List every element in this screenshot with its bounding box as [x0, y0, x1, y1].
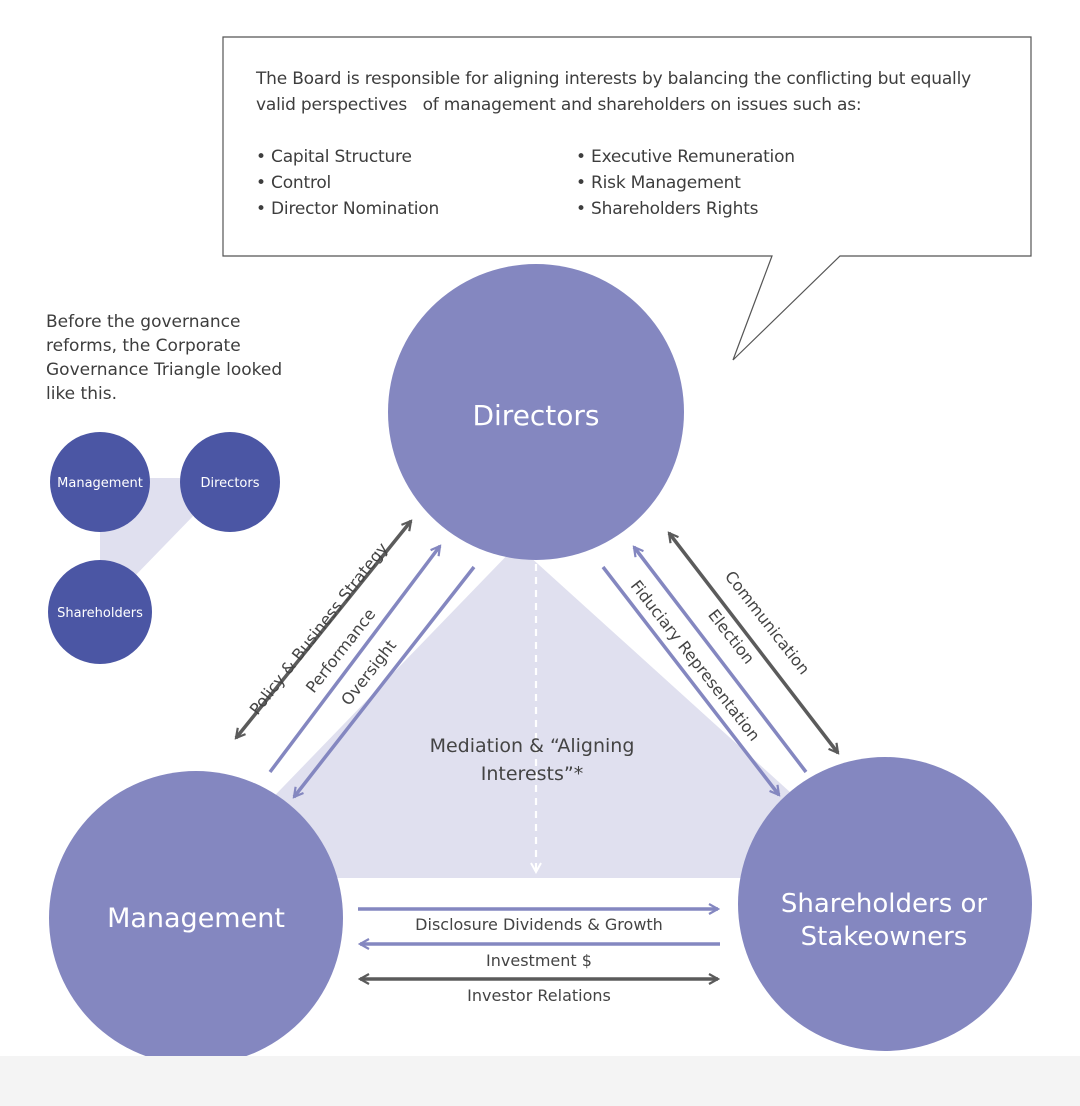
- communication-arrow: [667, 533, 840, 753]
- old-shareholders-label: Shareholders: [57, 606, 143, 621]
- shareholders-circle: [738, 757, 1032, 1051]
- shareholders-label-line1: Shareholders or: [781, 889, 988, 919]
- side-note-line: Before the governance: [46, 312, 241, 332]
- investment-label: Investment $: [486, 951, 592, 970]
- old-management-circle: [50, 432, 150, 532]
- callout-text: The Board is responsible for aligning in…: [256, 66, 996, 222]
- shareholders-label-line2: Stakeowners: [801, 922, 968, 952]
- issue-item: • Risk Management: [576, 173, 741, 193]
- footer-band: [0, 1056, 1080, 1106]
- fiduciary-arrow: [601, 565, 781, 795]
- old-shareholders-circle: [48, 560, 152, 664]
- mediation-label-line2: Interests”*: [481, 763, 583, 785]
- callout-intro-line2: valid perspectives of management and sha…: [256, 95, 862, 115]
- directors-circle: [388, 264, 684, 560]
- mediation-label-line1: Mediation & “Aligning: [430, 735, 635, 757]
- main-triangle-shape: [195, 545, 885, 878]
- side-note-line: like this.: [46, 384, 117, 404]
- policy-arrow: [236, 521, 411, 738]
- callout-issue-columns: • Capital Structure • Control • Director…: [256, 144, 996, 222]
- issue-item: • Capital Structure: [256, 147, 412, 167]
- side-note-line: reforms, the Corporate: [46, 336, 241, 356]
- issue-item: • Director Nomination: [256, 199, 440, 219]
- old-directors-circle: [180, 432, 280, 532]
- management-circle: [49, 771, 343, 1065]
- issue-item: • Control: [256, 173, 332, 193]
- disclosure-label: Disclosure Dividends & Growth: [415, 915, 663, 934]
- investor-relations-label: Investor Relations: [467, 986, 611, 1005]
- oversight-arrow: [294, 565, 476, 797]
- side-note: Before the governance reforms, the Corpo…: [46, 310, 306, 406]
- directors-label: Directors: [472, 399, 599, 432]
- management-label: Management: [107, 903, 285, 934]
- callout-issues-right: • Executive Remuneration • Risk Manageme…: [576, 144, 896, 222]
- issue-item: • Executive Remuneration: [576, 147, 795, 167]
- performance-arrow: [268, 546, 442, 774]
- callout-intro-line1: The Board is responsible for aligning in…: [256, 69, 971, 89]
- callout-issues-left: • Capital Structure • Control • Director…: [256, 144, 576, 222]
- election-arrow: [632, 547, 808, 774]
- old-management-label: Management: [57, 476, 143, 491]
- issue-item: • Shareholders Rights: [576, 199, 759, 219]
- callout-bubble: [222, 36, 1032, 361]
- side-note-line: Governance Triangle looked: [46, 360, 283, 380]
- old-directors-label: Directors: [201, 476, 260, 491]
